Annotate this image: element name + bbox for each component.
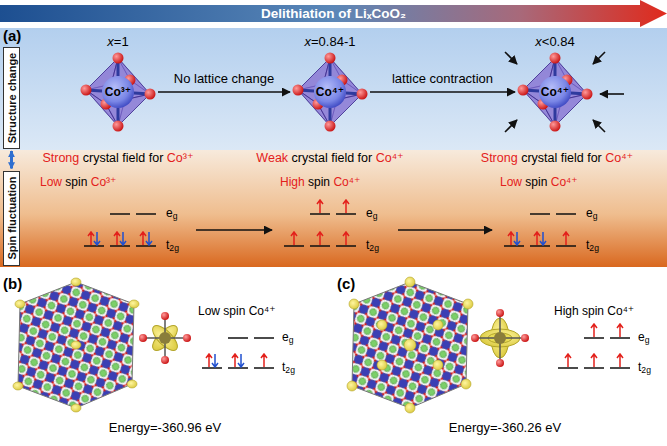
oxygen-atom xyxy=(325,53,336,64)
variable: x xyxy=(305,34,312,49)
node-text: Co⁴⁺ xyxy=(316,85,344,99)
node-text: Delithiation of LiₓCoO₂ xyxy=(261,6,406,21)
spin-state-label: Low spin Co³⁺ xyxy=(40,176,116,190)
structure-change-box: Structure change xyxy=(3,47,20,149)
oxygen-atom xyxy=(145,89,156,100)
octahedron: Co⁴⁺ xyxy=(517,54,593,130)
highlight-word: Co⁴⁺ xyxy=(605,151,633,165)
node-text: Co⁴⁺ xyxy=(541,85,569,99)
node-text: Spin fluctuation xyxy=(6,176,18,259)
highlight-word: Co³⁺ xyxy=(91,175,117,189)
cobalt-atom xyxy=(102,76,134,108)
composition-label: x=0.84-1 xyxy=(305,35,356,50)
orbital-label: eg xyxy=(282,331,293,345)
orbital-label: t2g xyxy=(366,239,379,253)
subscript: 2g xyxy=(589,243,599,253)
connector-arrow xyxy=(370,91,515,93)
subscript: g xyxy=(645,335,650,345)
oxygen-atom xyxy=(113,121,124,132)
spin-state-label: Low spin Co⁴⁺ xyxy=(198,305,276,319)
subscript: 2g xyxy=(369,243,379,253)
composition-label: x=1 xyxy=(107,35,128,50)
orbital-label: t2g xyxy=(166,239,179,253)
panel-letter: (a) xyxy=(3,27,21,44)
subscript: g xyxy=(373,211,378,221)
oxygen-atom xyxy=(550,53,561,64)
highlight-word: Co⁴⁺ xyxy=(333,175,360,189)
subscript: g xyxy=(289,335,294,345)
orbital-label: t2g xyxy=(282,361,295,375)
composition-label: x<0.84 xyxy=(535,35,574,50)
spin-fluctuation-box: Spin fluctuation xyxy=(3,171,20,266)
highlight-word: Strong xyxy=(481,151,518,165)
crystal-field-label: Strong crystal field for Co⁴⁺ xyxy=(481,151,633,165)
highlight-word: Strong xyxy=(42,151,79,165)
orbital-label: eg xyxy=(366,207,377,221)
cobalt-atom xyxy=(539,76,571,108)
arrow-body xyxy=(0,0,667,27)
panel-letter: (b) xyxy=(3,275,22,292)
oxygen-atom xyxy=(550,121,561,132)
oxygen-atom xyxy=(518,85,529,96)
cobalt-atom xyxy=(314,76,346,108)
orbital-label: t2g xyxy=(586,239,599,253)
connector-arrow xyxy=(158,91,290,93)
node-text: Structure change xyxy=(6,53,18,143)
crystal-field-label: Weak crystal field for Co⁴⁺ xyxy=(256,151,403,165)
subscript: g xyxy=(173,211,178,221)
oxygen-atom xyxy=(293,85,304,96)
subscript: 2g xyxy=(169,243,179,253)
delithiation-arrow: Delithiation of LiₓCoO₂ xyxy=(0,0,667,27)
node-text: Co³⁺ xyxy=(105,85,131,99)
oxygen-atom xyxy=(582,89,593,100)
crystal-field-label: Strong crystal field for Co³⁺ xyxy=(42,151,193,165)
highlight-word: Weak xyxy=(256,151,288,165)
variable: x xyxy=(535,34,542,49)
highlight-word: Co⁴⁺ xyxy=(551,175,578,189)
energy-label: Energy=-360.96 eV xyxy=(109,421,221,436)
spin-state-label: High spin Co⁴⁺ xyxy=(280,176,360,190)
orbital-label: eg xyxy=(166,207,177,221)
oxygen-atom xyxy=(81,85,92,96)
octahedron: Co³⁺ xyxy=(80,54,156,130)
spin-state-label: Low spin Co⁴⁺ xyxy=(500,176,578,190)
orbital-label: eg xyxy=(638,331,649,345)
highlight-word: Co⁴⁺ xyxy=(376,151,404,165)
highlight-word: High xyxy=(280,175,305,189)
oxygen-atom xyxy=(357,89,368,100)
variable: x xyxy=(107,34,114,49)
highlight-word: Co³⁺ xyxy=(167,151,194,165)
octahedron: Co⁴⁺ xyxy=(292,54,368,130)
orbital-label: t2g xyxy=(638,361,651,375)
panel-letter: (c) xyxy=(337,275,355,292)
energy-label: Energy=-360.26 eV xyxy=(449,421,561,436)
oxygen-atom xyxy=(325,121,336,132)
orbital-label: eg xyxy=(586,207,597,221)
edge-label: lattice contraction xyxy=(392,72,493,87)
subscript: 2g xyxy=(641,365,651,375)
subscript: 2g xyxy=(285,365,295,375)
oxygen-atom xyxy=(113,53,124,64)
subscript: g xyxy=(593,211,598,221)
edge-label: No lattice change xyxy=(174,72,274,87)
highlight-word: Low xyxy=(500,175,522,189)
highlight-word: Low xyxy=(40,175,62,189)
spin-state-label: High spin Co⁴⁺ xyxy=(554,305,634,319)
connector-arrow xyxy=(10,151,13,169)
